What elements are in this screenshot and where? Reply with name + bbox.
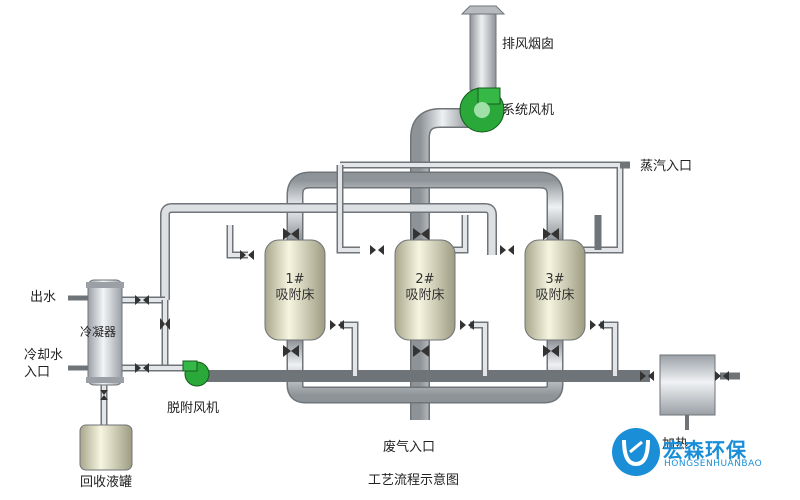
bed-3-label: 3# 吸附床 bbox=[525, 272, 585, 305]
desorption-fan-label: 脱附风机 bbox=[167, 401, 220, 416]
waste-gas-inlet-label: 废气入口 bbox=[383, 440, 436, 455]
bed-2-label: 2# 吸附床 bbox=[395, 272, 455, 305]
main-riser-pipe bbox=[410, 108, 470, 420]
bed-3-name: 吸附床 bbox=[535, 288, 575, 304]
exhaust-stack bbox=[460, 5, 506, 91]
adsorption-bed-3 bbox=[524, 239, 586, 341]
bed-3-id: 3# bbox=[545, 272, 565, 287]
upper-header-pipes bbox=[160, 161, 630, 300]
steam-inlet-label: 蒸汽入口 bbox=[640, 159, 693, 174]
bed-2-id: 2# bbox=[415, 272, 435, 287]
system-fan-label: 系统风机 bbox=[502, 103, 555, 118]
recovery-tank bbox=[79, 424, 133, 471]
exhaust-stack-label: 排风烟囱 bbox=[502, 37, 555, 52]
lower-header-pipes bbox=[205, 321, 740, 404]
brand-logo-icon bbox=[612, 428, 660, 476]
brand-name-en: HONGSENHUANBAO bbox=[664, 459, 763, 469]
bed-1-id: 1# bbox=[285, 272, 305, 287]
recovery-tank-label: 回收液罐 bbox=[80, 475, 133, 490]
heater-label: 加热 bbox=[662, 437, 689, 452]
adsorption-bed-2 bbox=[394, 239, 456, 341]
condenser-label: 冷凝器 bbox=[80, 325, 117, 339]
condenser-pipes bbox=[68, 295, 190, 425]
adsorption-bed-1 bbox=[264, 239, 326, 341]
desorption-fan-icon bbox=[182, 360, 210, 387]
cooling-water-inlet-label: 冷却水 入口 bbox=[24, 348, 64, 380]
diagram-title: 工艺流程示意图 bbox=[368, 473, 460, 488]
system-fan-icon bbox=[459, 87, 505, 133]
brand-name-cn: 宏森环保 bbox=[663, 438, 747, 462]
water-out-label: 出水 bbox=[30, 290, 57, 305]
bed-1-name: 吸附床 bbox=[275, 288, 315, 304]
heater bbox=[659, 354, 716, 430]
bed-2-name: 吸附床 bbox=[405, 288, 445, 304]
bed-1-label: 1# 吸附床 bbox=[265, 272, 325, 305]
condenser bbox=[86, 279, 124, 386]
valves bbox=[100, 228, 729, 400]
